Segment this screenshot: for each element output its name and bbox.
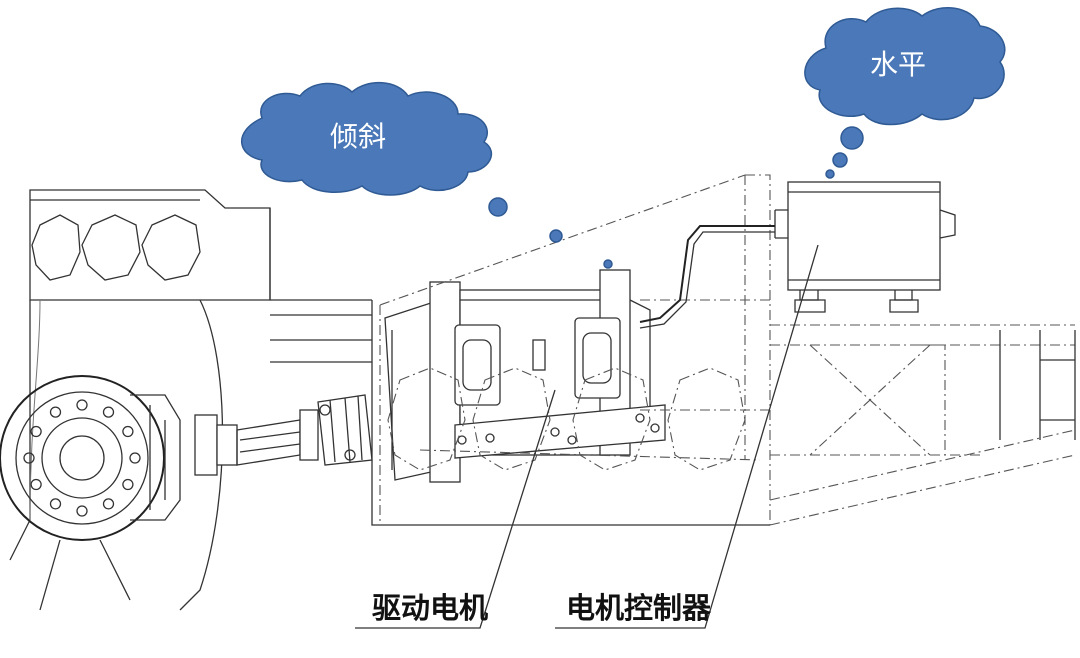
controller-leader-line: [555, 244, 819, 629]
hub-bolt: [30, 425, 42, 438]
cloud-level-dot-2: [832, 152, 848, 168]
motor-controller: [639, 181, 956, 329]
right-frame: [371, 174, 1076, 526]
wheel-hub: [0, 375, 181, 611]
rail-bolt: [650, 423, 660, 433]
left-chassis-frame: [9, 189, 373, 611]
cloud-tilted-dot-3: [603, 259, 613, 269]
callout-drive-motor: 驱动电机: [372, 591, 488, 625]
cloud-level-dot-1: [840, 126, 864, 150]
cloud-level-dot-3: [825, 169, 835, 179]
hub-bolt: [122, 425, 134, 438]
rail-bolt: [567, 435, 577, 445]
cloud-tilted: 倾斜: [241, 81, 492, 196]
rail-bolt: [635, 413, 645, 423]
motor-leader-line: [355, 389, 556, 629]
cloud-tilted-label: 倾斜: [330, 120, 386, 153]
cloud-level: 水平: [804, 7, 1006, 126]
drive-motor: [384, 269, 746, 483]
cloud-tilted-dot-2: [549, 229, 563, 243]
hub-bolt: [76, 505, 88, 517]
hub-bolt: [102, 406, 115, 418]
hub-bolt: [23, 452, 35, 464]
hub-bolt: [122, 478, 134, 491]
drive-shaft: [194, 394, 373, 476]
callout-motor-controller: 电机控制器: [566, 591, 712, 625]
cloud-level-label: 水平: [870, 48, 926, 81]
hub-bolt: [49, 406, 62, 418]
hub-bolt: [76, 399, 88, 411]
hub-bolt: [102, 498, 115, 510]
cloud-tilted-dot-1: [488, 197, 508, 217]
rail-bolt: [485, 433, 495, 443]
rail-bolt: [550, 427, 560, 437]
callout-leaders: [355, 244, 819, 629]
hub-bolt: [30, 478, 42, 491]
hub-bolt: [129, 452, 141, 464]
hub-bolt: [49, 498, 62, 510]
